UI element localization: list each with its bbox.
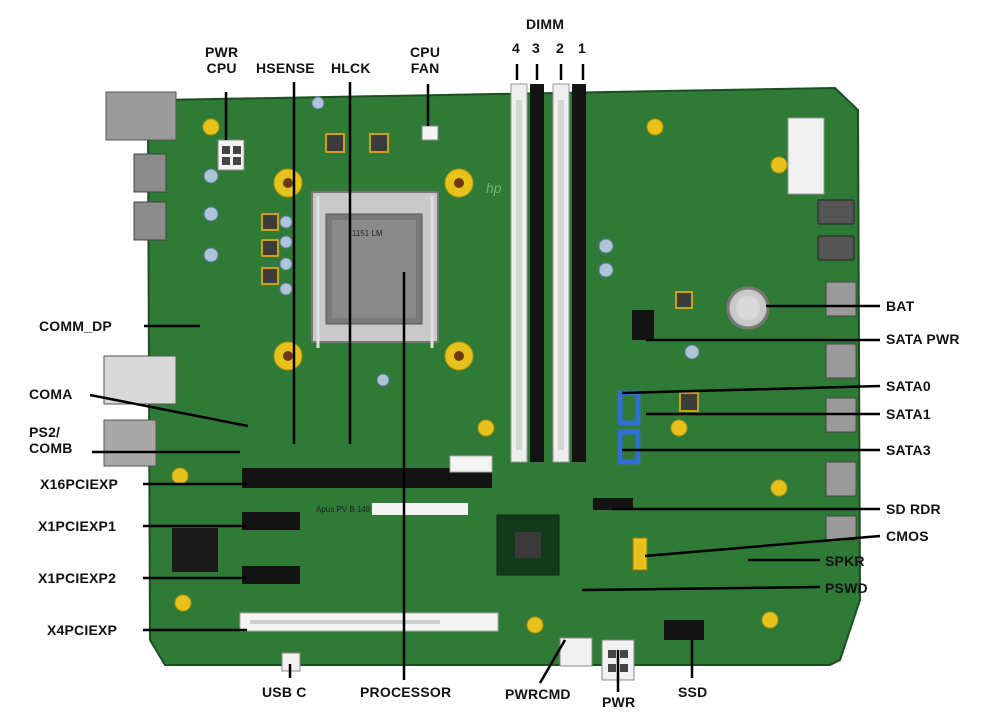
label-dimm: DIMM [526,16,565,32]
label-bat: BAT [886,298,915,314]
label-ps2-comb: PS2/ COMB [29,424,73,456]
label-pwrcmd: PWRCMD [505,686,571,702]
label-spkr: SPKR [825,553,865,569]
leader-lines [89,64,881,692]
pwr-cpu-connector [217,139,245,171]
sata-pwr-header [632,310,654,340]
rear-io-usb-1 [133,153,167,193]
rear-io-serial [103,355,177,405]
right-power-block [787,117,825,195]
right-audio-2 [817,235,855,261]
ssd-slot [664,620,704,640]
label-pwr: PWR [602,694,636,710]
label-dimm-1: 1 [578,40,586,56]
label-processor: PROCESSOR [360,684,452,700]
chokes [261,133,699,412]
right-usb-5 [825,515,857,541]
label-ssd: SSD [678,684,708,700]
label-sata3: SATA3 [886,442,931,458]
label-sata1: SATA1 [886,406,931,422]
label-comm-dp: COMM_DP [39,318,112,334]
sd-rdr-header [593,498,633,510]
label-cpu-fan: CPU FAN [410,44,441,76]
right-usb-4 [825,461,857,497]
label-x1pciexp2: X1PCIEXP2 [38,570,117,586]
slot-sticker: Apus PV B 149 [316,505,371,514]
label-hlck: HLCK [331,60,371,76]
label-cmos: CMOS [886,528,929,544]
label-sata0: SATA0 [886,378,931,394]
label-pwr-cpu: PWR CPU [205,44,239,76]
label-usb-c: USB C [262,684,307,700]
label-sata-pwr: SATA PWR [886,331,960,347]
cpu-fan-header [421,125,439,141]
pcie-slots [239,455,499,632]
label-hsense: HSENSE [256,60,315,76]
label-x16pciexp: X16PCIEXP [40,476,119,492]
dimm-slots [510,83,586,463]
socket-lever [316,196,434,348]
socket-mark: 1151 LM [352,229,383,238]
label-dimm-4: 4 [512,40,520,56]
label-x1pciexp1: X1PCIEXP1 [38,518,117,534]
pwrcmd-header [559,637,593,667]
right-usb-2 [825,343,857,379]
label-dimm-2: 2 [556,40,564,56]
hp-logo: hp [486,180,502,196]
right-audio-1 [817,199,855,225]
label-pswd: PSWD [825,580,868,596]
label-sd-rdr: SD RDR [886,501,941,517]
label-x4pciexp: X4PCIEXP [47,622,118,638]
rear-io-usb-2 [133,201,167,241]
cmos-jumper [632,537,648,571]
right-usb-1 [825,281,857,317]
small-chip [172,528,218,572]
capacitors [203,96,700,387]
label-dimm-3: 3 [532,40,540,56]
rear-io-ps2 [103,419,157,467]
rear-io-top [105,91,177,141]
label-coma: COMA [29,386,73,402]
